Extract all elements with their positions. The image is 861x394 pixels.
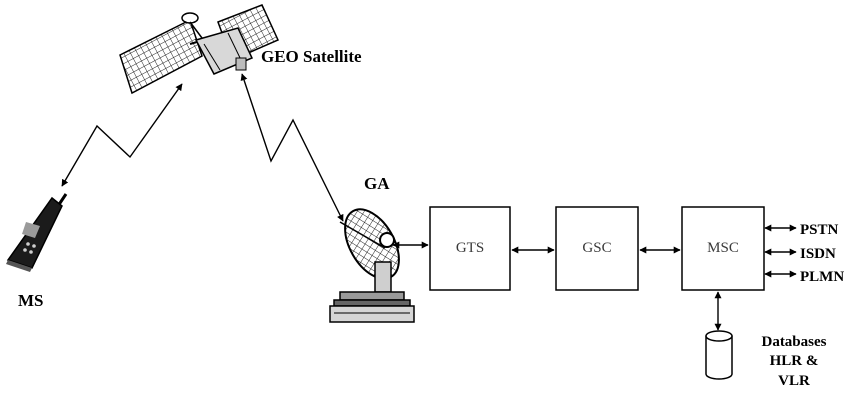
network-isdn: ISDN: [800, 246, 836, 262]
radio-link-satellite-gateway: [240, 73, 344, 222]
database-label-line2: HLR &: [770, 353, 819, 369]
gts-block: [429, 206, 511, 291]
gateway-label: GA: [364, 174, 390, 193]
gsc-block: [555, 206, 639, 291]
msc-block-label: MSC: [707, 240, 739, 256]
satellite-label: GEO Satellite: [261, 47, 362, 66]
database-icon: [705, 330, 733, 380]
gts-block-label: GTS: [456, 240, 484, 256]
mobile-station-label: MS: [18, 291, 44, 310]
network-plmn: PLMN: [800, 269, 844, 285]
database-label-line3: VLR: [778, 373, 810, 389]
msc-block: [681, 206, 765, 291]
satellite-dish-icon: [329, 208, 415, 323]
network-pstn: PSTN: [800, 222, 839, 238]
database-label-line1: Databases: [761, 334, 826, 350]
radio-link-ms-satellite: [61, 83, 183, 187]
gsc-block-label: GSC: [582, 240, 611, 256]
mobile-phone-icon: [6, 193, 68, 272]
satellite-icon: [119, 4, 279, 95]
